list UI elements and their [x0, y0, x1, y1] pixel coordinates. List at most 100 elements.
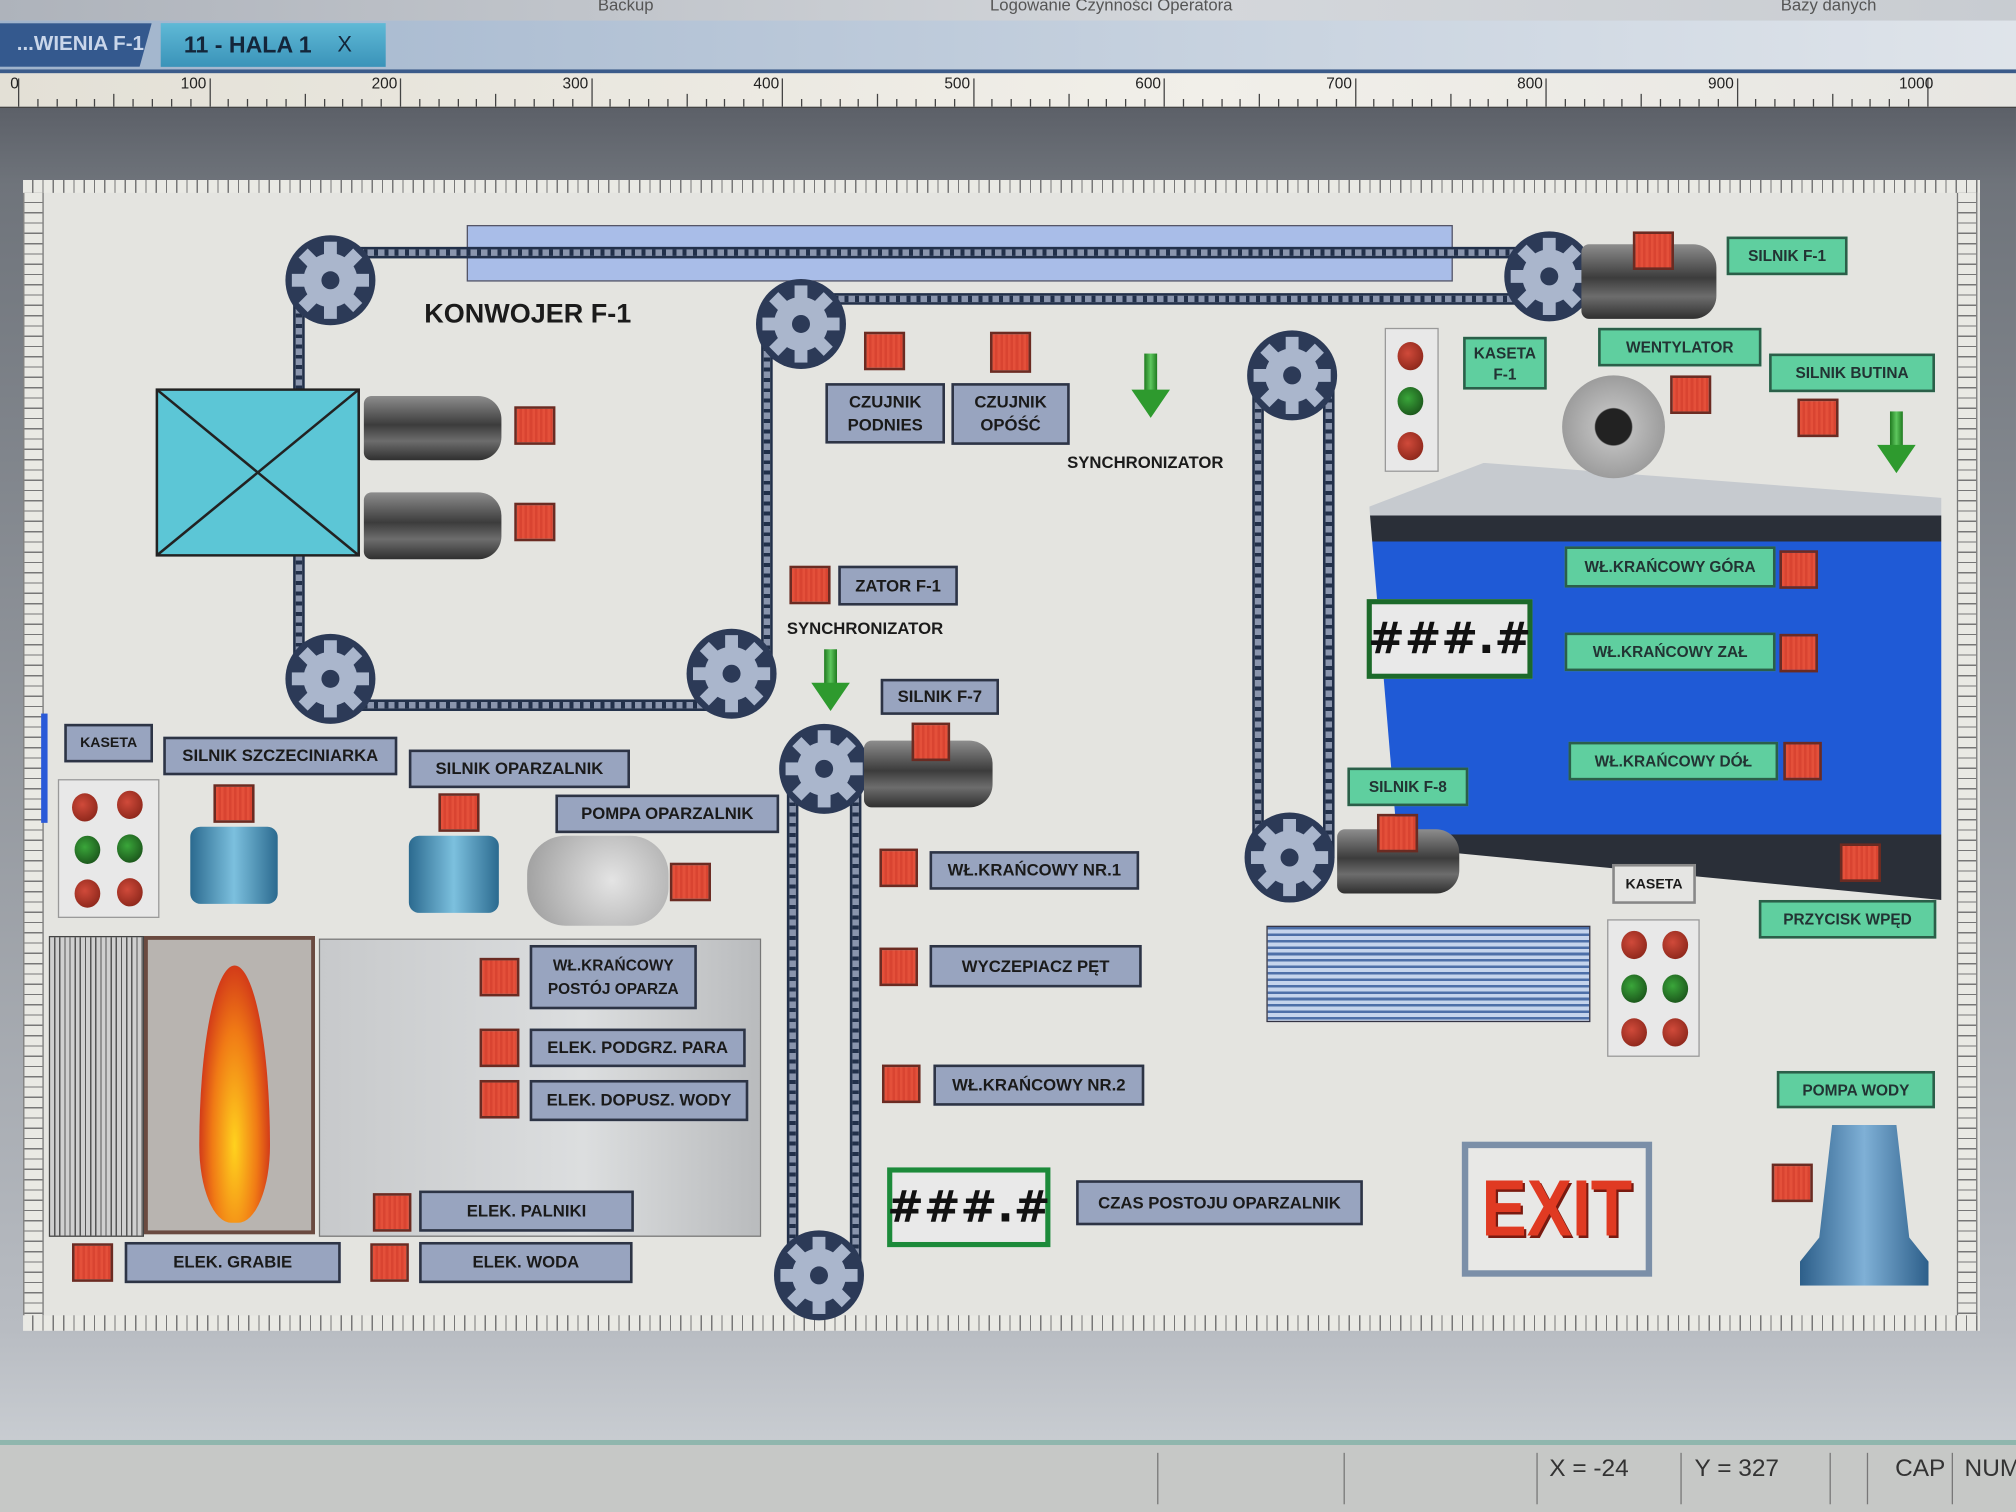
ruler-tick — [266, 98, 268, 107]
red-lamp-icon — [116, 790, 143, 819]
ruler-tick — [1259, 93, 1261, 107]
gear-icon — [1247, 330, 1338, 421]
tab-label: ...WIENIA F-1 — [16, 33, 144, 56]
ruler-tick — [1774, 98, 1776, 107]
ruler-tick — [1869, 98, 1872, 107]
ruler-tick — [132, 98, 134, 107]
ruler-tick — [1201, 98, 1204, 107]
elek-podgrz-label: ELEK. PODGRZ. PARA — [529, 1028, 746, 1068]
butina-display: ###.# — [1366, 599, 1533, 679]
wl-dol-indicator[interactable] — [1783, 741, 1822, 781]
ruler-label: 400 — [753, 74, 780, 93]
menu-item-backup[interactable]: Backup — [597, 0, 654, 15]
przycisk-wped-label: PRZYCISK WPĘD — [1758, 899, 1937, 939]
czujnik-podnies-indicator[interactable] — [863, 331, 906, 371]
tab-bar: ...WIENIA F-1 11 - HALA 1 X — [0, 20, 2016, 74]
silnik-szczeciniarka-indicator[interactable] — [213, 784, 255, 823]
elek-woda-label: ELEK. WODA — [419, 1241, 633, 1284]
ruler-tick — [609, 98, 612, 107]
chain-right-b — [1322, 375, 1335, 858]
zator-indicator[interactable] — [789, 565, 831, 605]
ruler-tick — [724, 98, 726, 107]
close-tab-icon[interactable]: X — [337, 32, 352, 57]
gear-icon — [285, 633, 376, 724]
ruler-tick — [1068, 93, 1070, 107]
ruler-tick — [228, 98, 230, 107]
ruler-tick — [418, 98, 421, 107]
czas-postoju-label: CZAS POSTOJU OPARZALNIK — [1076, 1180, 1363, 1226]
ruler-tick — [1297, 98, 1299, 107]
ruler-tick — [838, 98, 841, 107]
ruler-tick — [1144, 98, 1146, 107]
cursor-x: X = -24 — [1549, 1455, 1629, 1483]
ruler-tick — [667, 98, 669, 107]
ruler-tick — [953, 98, 955, 107]
zator-label: ZATOR F-1 — [838, 565, 958, 606]
elek-palniki-indicator[interactable] — [372, 1193, 412, 1232]
ruler-tick — [438, 98, 440, 107]
ruler-tick — [972, 78, 974, 107]
red-lamp-icon — [1662, 930, 1689, 960]
elek-dopusz-indicator[interactable] — [479, 1079, 520, 1119]
ruler-tick — [476, 98, 478, 107]
silnik-f7-indicator[interactable] — [911, 722, 951, 762]
wl-postoj-label: WŁ.KRAŃCOWY POSTÓJ OPARZA — [529, 944, 697, 1010]
tab-previous[interactable]: ...WIENIA F-1 — [0, 23, 152, 67]
wl-zal-indicator[interactable] — [1779, 633, 1818, 673]
pompa-wody-indicator[interactable] — [1771, 1163, 1813, 1203]
tab-hala-1[interactable]: 11 - HALA 1 X — [160, 23, 386, 67]
ruler-tick — [896, 98, 898, 107]
motor-1-indicator[interactable] — [514, 406, 556, 445]
menu-item-bazy-danych[interactable]: Bazy danych — [1780, 0, 1877, 15]
ruler-tick — [1392, 98, 1394, 107]
ruler-label: 500 — [944, 74, 971, 93]
elek-podgrz-indicator[interactable] — [479, 1028, 520, 1068]
exit-button[interactable]: EXIT — [1461, 1141, 1653, 1277]
postoj-time-display: ###.# — [887, 1167, 1051, 1248]
elek-woda-indicator[interactable] — [370, 1243, 409, 1282]
ruler-tick — [304, 93, 306, 107]
menu-item-logowanie[interactable]: Logowanie Czynności Operatora — [989, 0, 1233, 15]
przycisk-wped-indicator[interactable] — [1839, 843, 1881, 882]
red-lamp-icon — [74, 879, 101, 908]
ruler-tick — [1507, 98, 1509, 107]
elek-grabie-indicator[interactable] — [71, 1243, 114, 1282]
ruler-tick — [1354, 78, 1356, 107]
silnik-butina-indicator[interactable] — [1797, 398, 1839, 438]
ruler-tick — [189, 98, 192, 107]
pompa-oparzalnik-indicator[interactable] — [669, 862, 711, 902]
motor-2-indicator[interactable] — [514, 502, 556, 542]
selection-marker — [41, 713, 48, 823]
ruler-tick — [648, 98, 650, 107]
tab-label: 11 - HALA 1 — [183, 31, 312, 58]
pompa-wody-label: POMPA WODY — [1776, 1070, 1935, 1109]
ruler-tick — [800, 98, 803, 107]
ruler-tick — [1316, 98, 1318, 107]
gear-icon — [1244, 812, 1335, 903]
silnik-f8-indicator[interactable] — [1376, 813, 1419, 853]
ruler-tick — [1106, 98, 1108, 107]
pump-icon — [527, 835, 669, 926]
wl-gora-label: WŁ.KRAŃCOWY GÓRA — [1564, 546, 1776, 588]
ruler-tick — [361, 98, 363, 107]
wl-postoj-indicator[interactable] — [479, 957, 520, 997]
ruler-tick — [1449, 93, 1452, 107]
gear-icon — [773, 1230, 864, 1321]
ruler-tick — [1621, 98, 1624, 107]
ruler-tick — [170, 98, 173, 107]
wl-nr1-indicator[interactable] — [879, 848, 918, 888]
silnik-oparzalnik-label: SILNIK OPARZALNIK — [408, 749, 630, 789]
wl-nr1-label: WŁ.KRAŃCOWY NR.1 — [929, 851, 1140, 890]
ruler-tick — [552, 98, 554, 107]
red-lamp-icon — [1621, 1018, 1647, 1047]
wentylator-indicator[interactable] — [1670, 375, 1712, 414]
border-right — [1956, 192, 1978, 1316]
silnik-f1-indicator[interactable] — [1632, 231, 1674, 270]
wl-nr2-indicator[interactable] — [881, 1064, 921, 1104]
silnik-oparzalnik-indicator[interactable] — [438, 793, 480, 832]
czujnik-opusc-indicator[interactable] — [989, 331, 1032, 373]
wyczepiacz-indicator[interactable] — [879, 947, 918, 987]
flame-icon — [199, 965, 270, 1223]
wl-gora-indicator[interactable] — [1779, 550, 1818, 589]
